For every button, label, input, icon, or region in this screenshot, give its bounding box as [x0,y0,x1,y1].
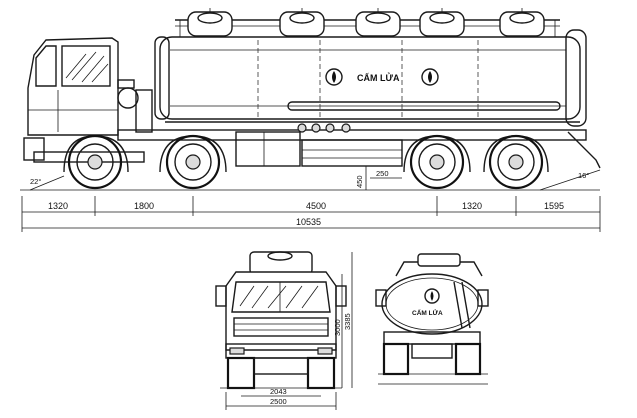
wheel-axle-3 [403,134,471,190]
wheel-axle-2 [159,134,227,190]
dim-height-total: 3385 [343,313,352,330]
manhole-4 [419,8,465,37]
manhole-2 [279,8,325,37]
angle-front: 22° [30,177,41,186]
rear-view: CẤM LỬA [375,253,489,385]
fire-symbol-right [421,68,439,86]
wheel-front [63,134,129,190]
manhole-1 [187,8,233,37]
dim-4500: 4500 [306,201,326,211]
tank-body [154,19,587,127]
dim-track: 2043 [270,387,287,396]
angle-rear: 16° [578,171,589,180]
rear-tank-label: CẤM LỬA [412,307,443,317]
truck-cab [23,37,153,163]
dim-250: 250 [376,169,389,178]
dim-1595: 1595 [544,201,564,211]
dim-1320-front: 1320 [48,201,68,211]
dim-total-length: 10535 [296,217,321,227]
manhole-5 [499,8,545,37]
fire-symbol-left [325,68,343,86]
front-view: 3000 3385 2043 2500 [215,251,353,410]
dim-width: 2500 [270,397,287,406]
manhole-3 [355,8,401,37]
dim-450: 450 [355,175,364,188]
side-view: CẤM LỬA [20,8,601,232]
tank-label: CẤM LỬA [357,72,400,83]
dim-height-cab: 3000 [333,319,342,336]
dim-1320-rear: 1320 [462,201,482,211]
dim-1800: 1800 [134,201,154,211]
wheel-axle-4 [483,134,549,190]
rear-fire-symbol [424,288,440,304]
chassis [117,123,601,169]
